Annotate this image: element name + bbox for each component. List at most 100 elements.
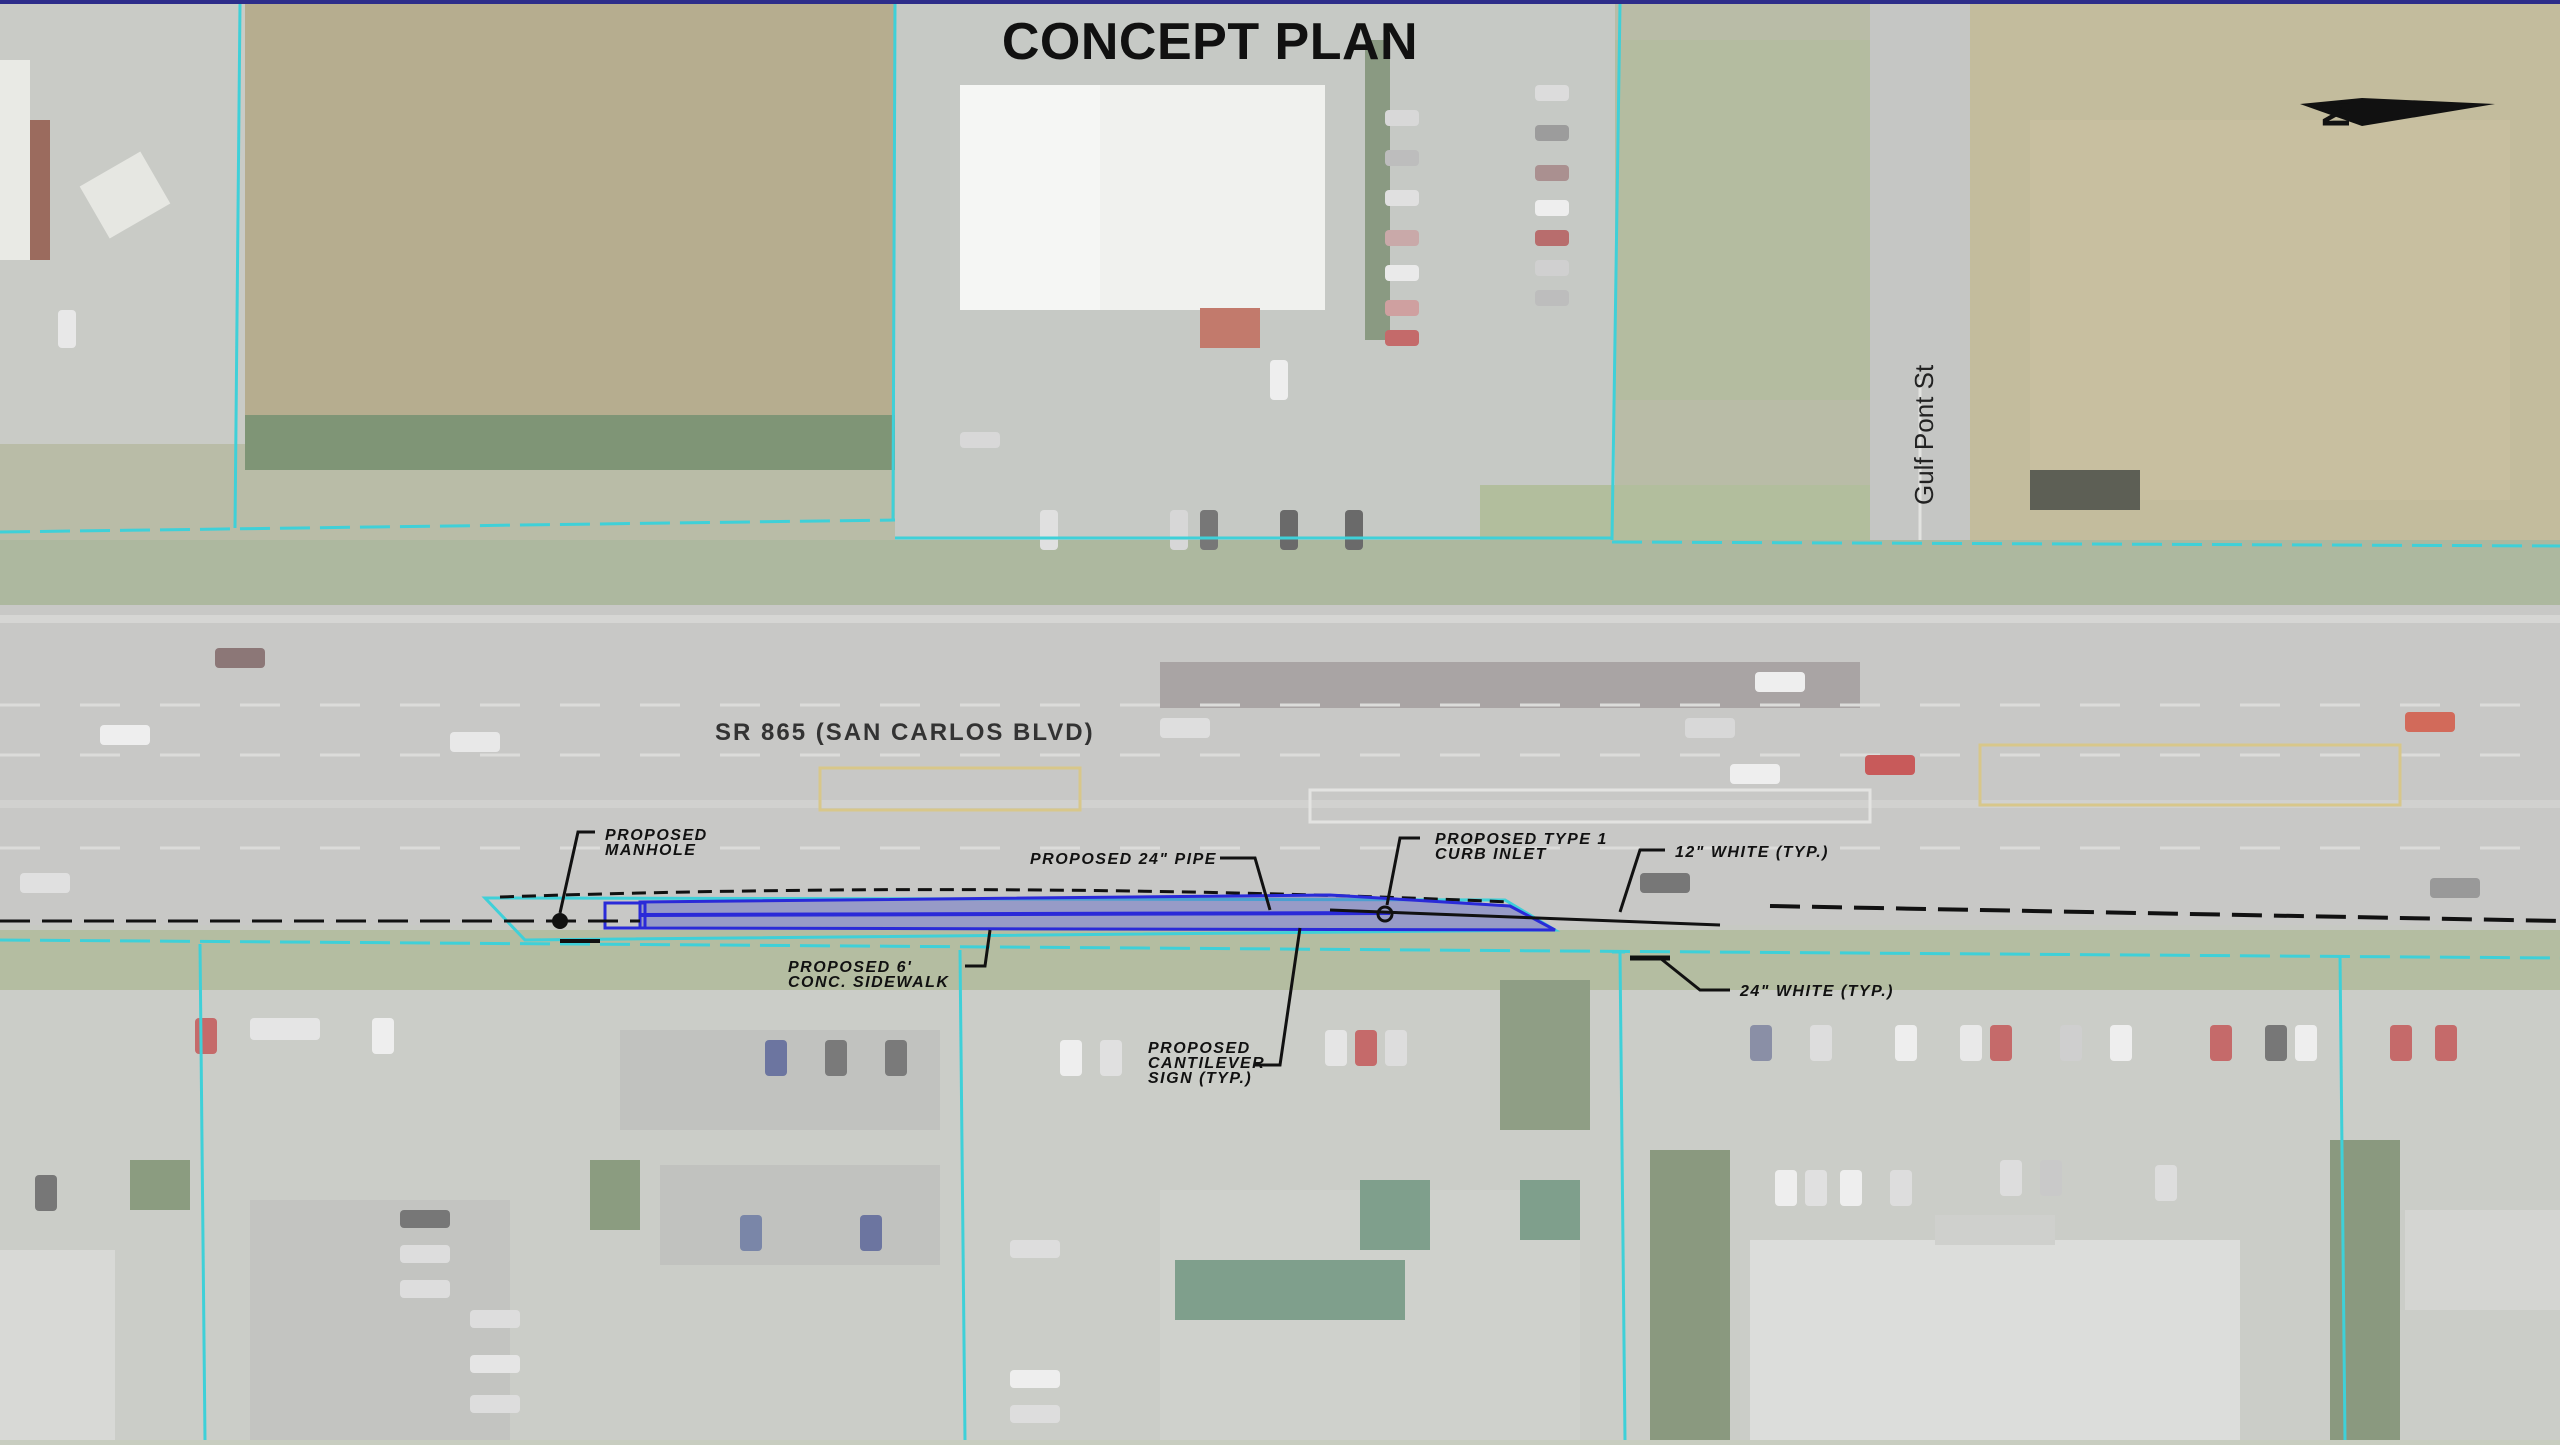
frontage-strip <box>0 540 2560 610</box>
white-24-callout-line: 24" WHITE (TYP.) <box>1739 983 1894 1000</box>
median <box>1160 662 1860 708</box>
cantilever-sign-callout-line: PROPOSED <box>1148 1040 1251 1057</box>
car <box>450 732 500 752</box>
road-traffic <box>20 648 2480 898</box>
south-parking-b <box>660 1165 940 1265</box>
left-building <box>0 60 30 260</box>
car <box>1385 150 1419 166</box>
car <box>1345 510 1363 550</box>
white-12-line <box>1769 904 2560 923</box>
proposed-work <box>0 888 2560 961</box>
car <box>765 1040 787 1076</box>
white-12-callout-line: 12" WHITE (TYP.) <box>1675 844 1829 861</box>
manhole-callout-line: MANHOLE <box>605 842 696 859</box>
car <box>470 1395 520 1413</box>
car <box>1010 1370 1060 1388</box>
car <box>2405 712 2455 732</box>
car <box>2435 1025 2457 1061</box>
manhole-callout-line: PROPOSED <box>605 827 708 844</box>
car <box>2295 1025 2317 1061</box>
white-24-callout: 24" WHITE (TYP.) <box>1739 983 1894 1000</box>
curb-inlet-callout-line: PROPOSED TYPE 1 <box>1435 831 1608 848</box>
car <box>2210 1025 2232 1061</box>
leader-lines <box>558 830 1730 1067</box>
car <box>740 1215 762 1251</box>
car <box>1810 1025 1832 1061</box>
car <box>2265 1025 2287 1061</box>
car <box>1730 764 1780 784</box>
car <box>58 310 76 348</box>
car <box>400 1210 450 1228</box>
car <box>1100 1040 1122 1076</box>
car <box>1865 755 1915 775</box>
car <box>1385 1030 1407 1066</box>
grass-parcel <box>1615 40 1870 400</box>
north-arrow-icon: N <box>2300 98 2495 128</box>
building-entry <box>1200 308 1260 348</box>
parcel-lines <box>0 3 2560 1441</box>
car <box>860 1215 882 1251</box>
proposed-pipe <box>639 911 1391 917</box>
white-12-callout: 12" WHITE (TYP.) <box>1675 844 1829 861</box>
car <box>1535 290 1569 306</box>
car <box>885 1040 907 1076</box>
car <box>1200 510 1218 550</box>
title-bar-line <box>0 0 2560 4</box>
car <box>1385 330 1419 346</box>
car <box>1385 265 1419 281</box>
vacant-lot <box>245 4 895 434</box>
curb-inlet-symbol <box>1376 905 1394 923</box>
car <box>1805 1170 1827 1206</box>
car <box>1385 110 1419 126</box>
car <box>250 1018 320 1040</box>
car <box>1750 1025 1772 1061</box>
left-kiosk <box>79 151 171 239</box>
car <box>2155 1165 2177 1201</box>
car <box>2390 1025 2412 1061</box>
car <box>1010 1240 1060 1258</box>
road-label: SR 865 (SAN CARLOS BLVD) <box>715 719 1095 746</box>
car <box>1010 1405 1060 1423</box>
car <box>1895 1025 1917 1061</box>
car <box>1840 1170 1862 1206</box>
car <box>1535 200 1569 216</box>
sidewalk-callout-line: CONC. SIDEWALK <box>788 974 949 991</box>
car <box>1535 85 1569 101</box>
car <box>1355 1030 1377 1066</box>
car <box>1775 1170 1797 1206</box>
car <box>2000 1160 2022 1196</box>
pipe-callout: PROPOSED 24" PIPE <box>1030 851 1217 868</box>
car <box>1535 125 1569 141</box>
car <box>1755 672 1805 692</box>
car <box>1280 510 1298 550</box>
cantilever-sign-callout-line: SIGN (TYP.) <box>1148 1070 1252 1087</box>
sr-865-roadway <box>0 605 2560 925</box>
sidewalk-callout: PROPOSED 6'CONC. SIDEWALK <box>788 959 949 991</box>
car <box>1535 230 1569 246</box>
car <box>1535 165 1569 181</box>
car <box>2060 1025 2082 1061</box>
car <box>1385 190 1419 206</box>
car <box>1160 718 1210 738</box>
car <box>1960 1025 1982 1061</box>
car <box>195 1018 217 1054</box>
car <box>1325 1030 1347 1066</box>
car <box>1640 873 1690 893</box>
car <box>100 725 150 745</box>
left-building-roof <box>30 120 50 260</box>
south-building-far-right <box>2405 1210 2560 1310</box>
south-frontage <box>0 930 2560 990</box>
curb-inlet-callout-line: CURB INLET <box>1435 846 1547 863</box>
south-building-left <box>0 1250 115 1440</box>
car <box>1170 510 1188 550</box>
tree-line <box>245 415 895 470</box>
south-building-right <box>1750 1240 2240 1440</box>
parked-cars-south <box>35 1018 2457 1423</box>
cantilever-sign-callout-line: CANTILEVER <box>1148 1055 1265 1072</box>
car <box>400 1245 450 1263</box>
